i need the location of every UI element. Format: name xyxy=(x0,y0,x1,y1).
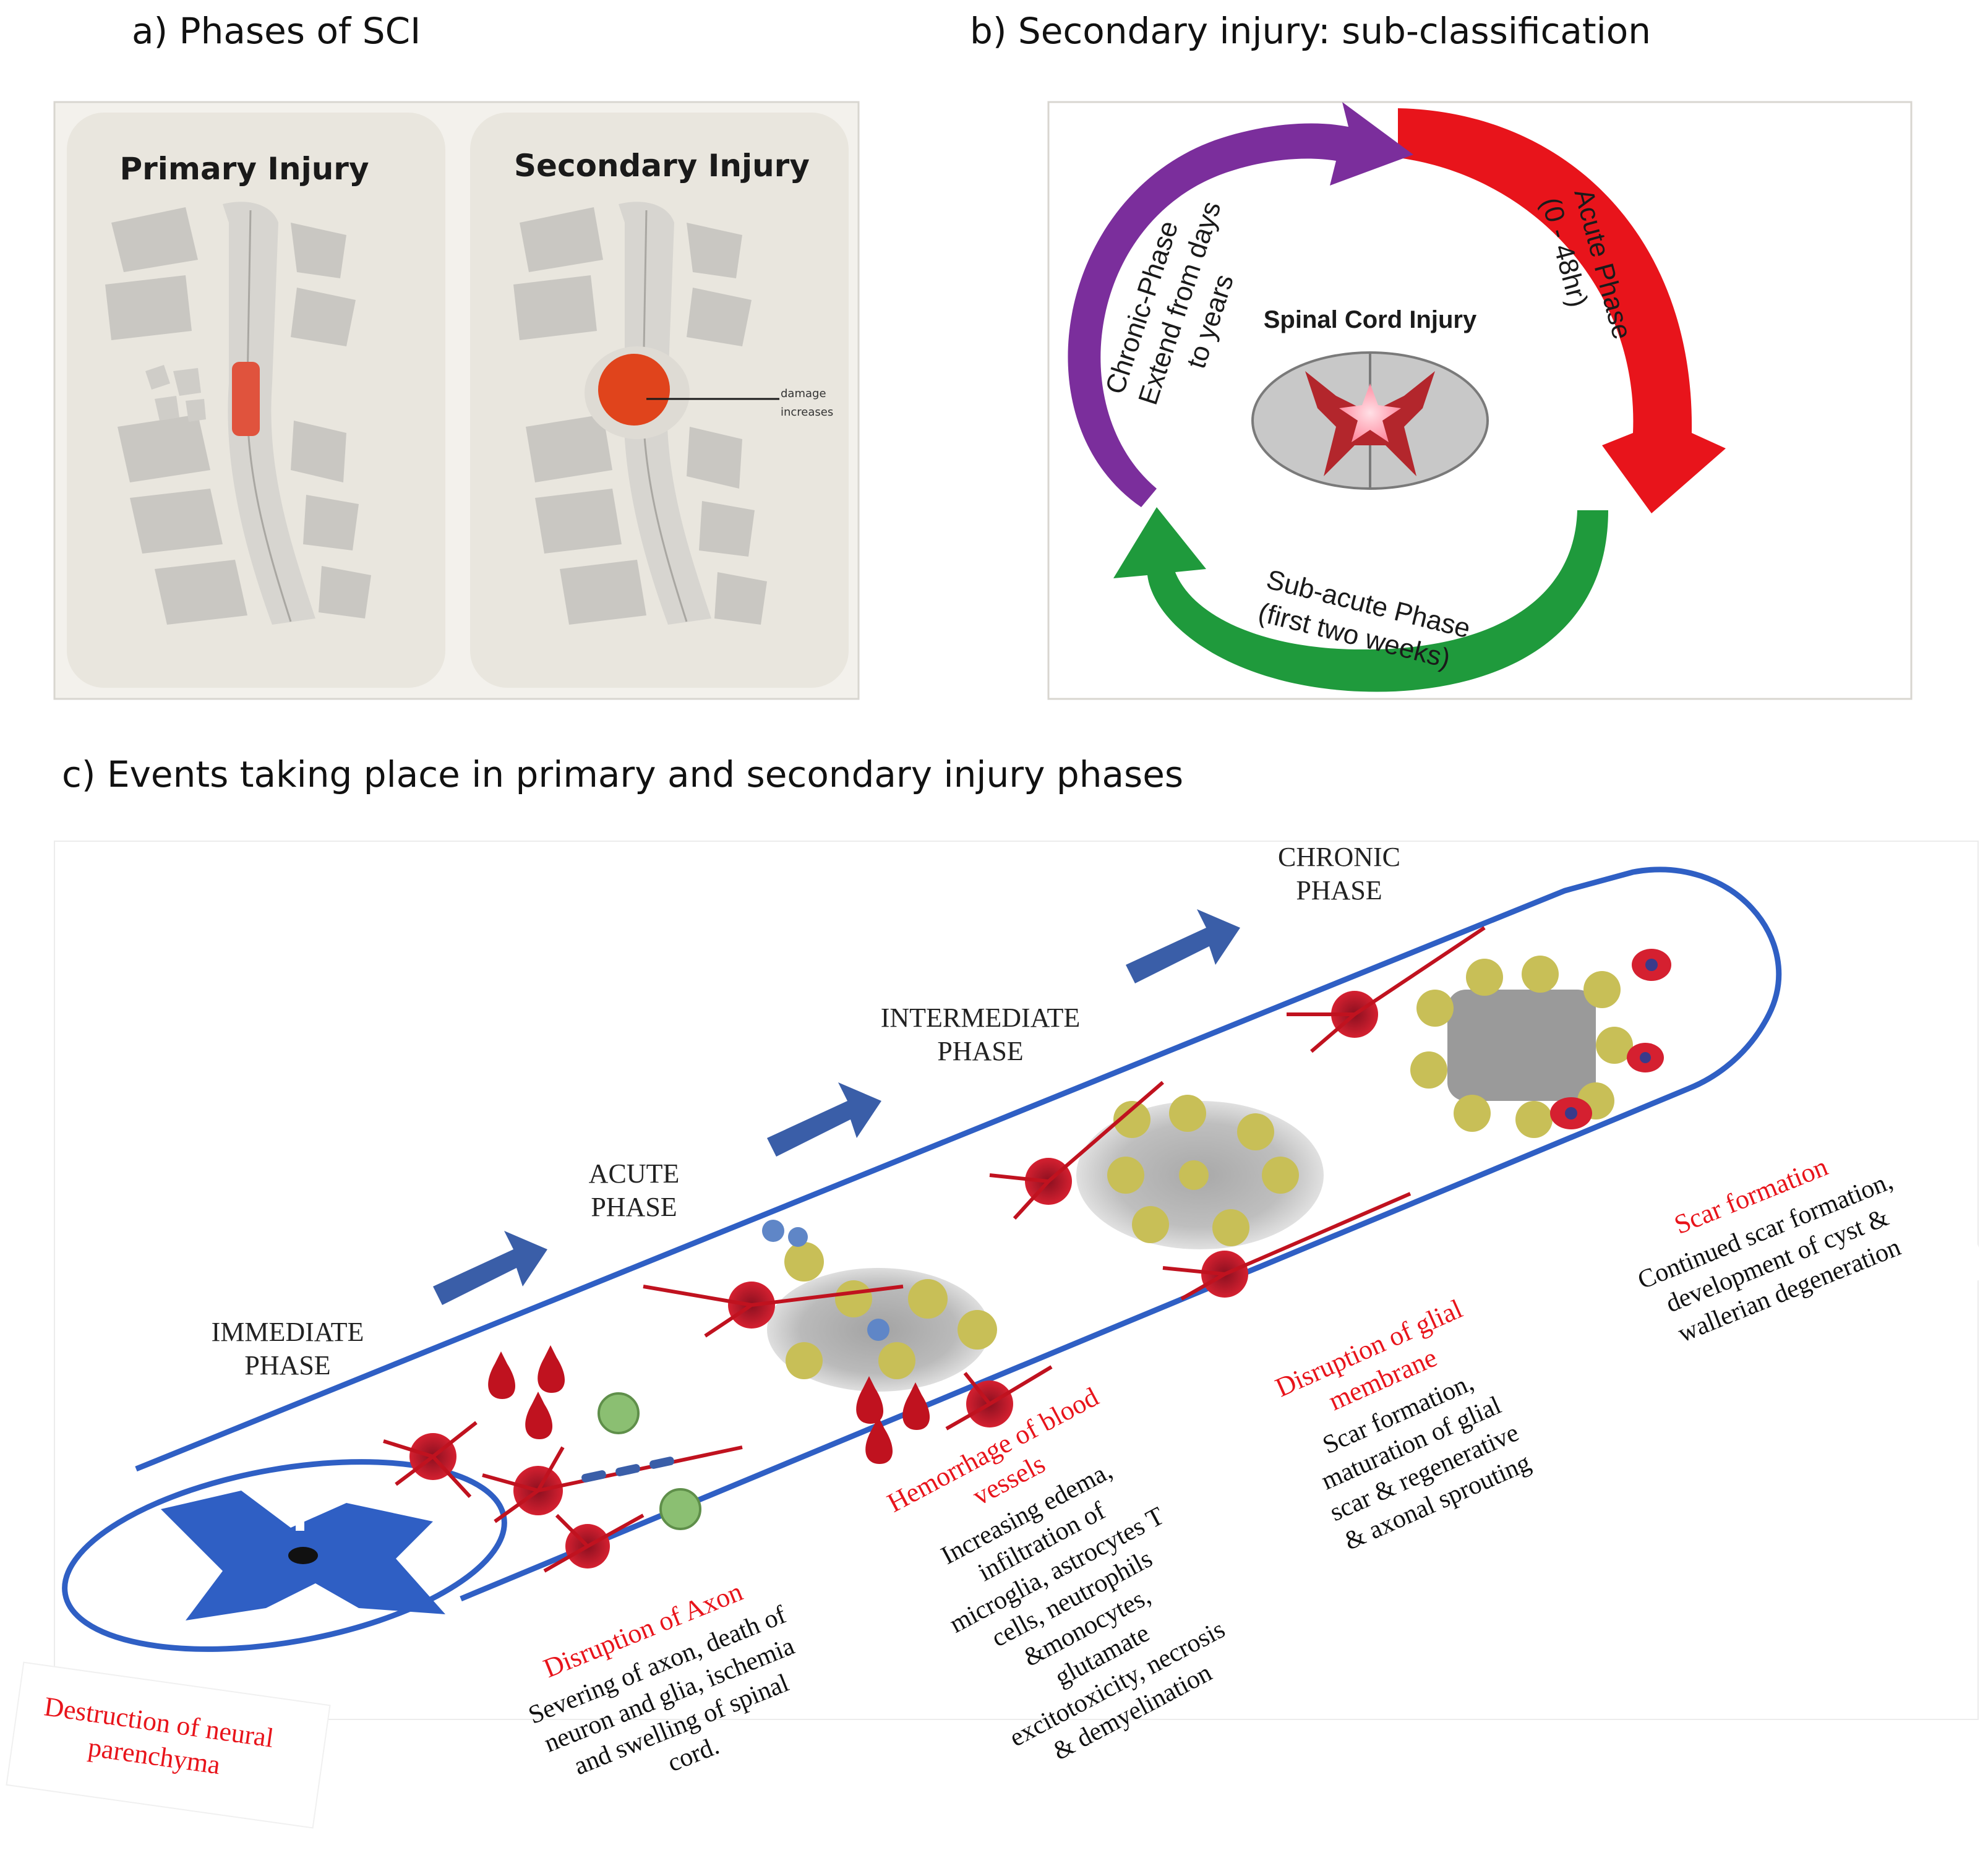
subacute-phase-arrow xyxy=(1113,507,1608,692)
spinal-cross-section xyxy=(1251,351,1489,490)
secondary-vertebrae xyxy=(513,207,767,625)
acute-phase-contents xyxy=(643,1220,1053,1464)
phase-labels: IMMEDIATE PHASE ACUTE PHASE INTERMEDIATE… xyxy=(212,842,1400,1380)
red-cells-chronic xyxy=(1550,949,1671,1129)
panel-a: a) Phases of SCI Primary Injury xyxy=(53,10,860,700)
panel-b-title: b) Secondary injury: sub-classification xyxy=(970,10,1651,52)
acute-axons xyxy=(643,1285,1053,1431)
cross-section-fissure xyxy=(296,1494,304,1531)
spinal-tube xyxy=(62,867,1782,1652)
immediate-phase-line2: PHASE xyxy=(244,1350,330,1380)
chronic-axons xyxy=(1287,926,1486,1053)
acute-phase-line1: ACUTE xyxy=(589,1158,680,1189)
panel-a-title: a) Phases of SCI xyxy=(132,10,421,52)
arrow-to-acute xyxy=(433,1231,547,1305)
primary-lesion xyxy=(232,362,260,436)
panel-c: c) Events taking place in primary and se… xyxy=(6,753,1988,1829)
card-destruction: Destruction of neural parenchyma xyxy=(6,1661,331,1829)
immune-cells-acute xyxy=(762,1220,889,1341)
myelin-segments xyxy=(581,1457,674,1483)
intermediate-phase-line1: INTERMEDIATE xyxy=(881,1003,1081,1033)
arrow-to-intermediate xyxy=(767,1082,881,1157)
primary-injury-card: Primary Injury xyxy=(67,113,445,688)
intermediate-axons xyxy=(989,1081,1412,1301)
acute-phase-line2: PHASE xyxy=(591,1192,677,1222)
card-scar: Scar formation Continued scar formation,… xyxy=(1551,1069,1988,1419)
blood-drops-immediate xyxy=(488,1345,565,1439)
central-canal xyxy=(288,1547,318,1564)
secondary-injury-label: Secondary Injury xyxy=(514,148,810,184)
immediate-phase-contents xyxy=(383,1345,743,1573)
chronic-phase-line2: PHASE xyxy=(1296,875,1382,905)
immediate-phase-line1: IMMEDIATE xyxy=(212,1317,364,1347)
green-cells-immediate xyxy=(598,1392,701,1530)
damage-note-1: damage xyxy=(781,387,826,400)
secondary-injury-card: Secondary Injury damage increases xyxy=(470,113,849,688)
primary-bone-fragments xyxy=(145,365,206,422)
chronic-phase-arrow xyxy=(1068,102,1413,507)
chronic-phase-line1: CHRONIC xyxy=(1278,842,1400,872)
chronic-phase-contents xyxy=(1287,926,1671,1138)
neuron-cells-immediate xyxy=(383,1421,743,1573)
secondary-lesion xyxy=(598,354,670,426)
blood-drops-acute xyxy=(856,1376,930,1464)
acute-phase-arrow xyxy=(1398,108,1726,513)
primary-vertebrae xyxy=(105,207,371,625)
intermediate-phase-contents xyxy=(989,1081,1412,1301)
primary-injury-label: Primary Injury xyxy=(119,151,369,187)
intermediate-phase-line2: PHASE xyxy=(937,1036,1023,1066)
arrow-to-chronic xyxy=(1126,909,1240,983)
spinal-cord-injury-label: Spinal Cord Injury xyxy=(1264,306,1477,333)
phase-progress-arrows xyxy=(433,909,1240,1305)
tube-outline xyxy=(135,867,1782,1602)
astrocytes-intermediate xyxy=(1107,1095,1299,1246)
panel-b: b) Secondary injury: sub-classification … xyxy=(970,10,1913,700)
primary-spinal-cord xyxy=(223,202,315,625)
damage-note-2: increases xyxy=(781,406,833,419)
panel-c-title: c) Events taking place in primary and se… xyxy=(62,753,1183,795)
chronic-cyst xyxy=(1447,990,1596,1101)
